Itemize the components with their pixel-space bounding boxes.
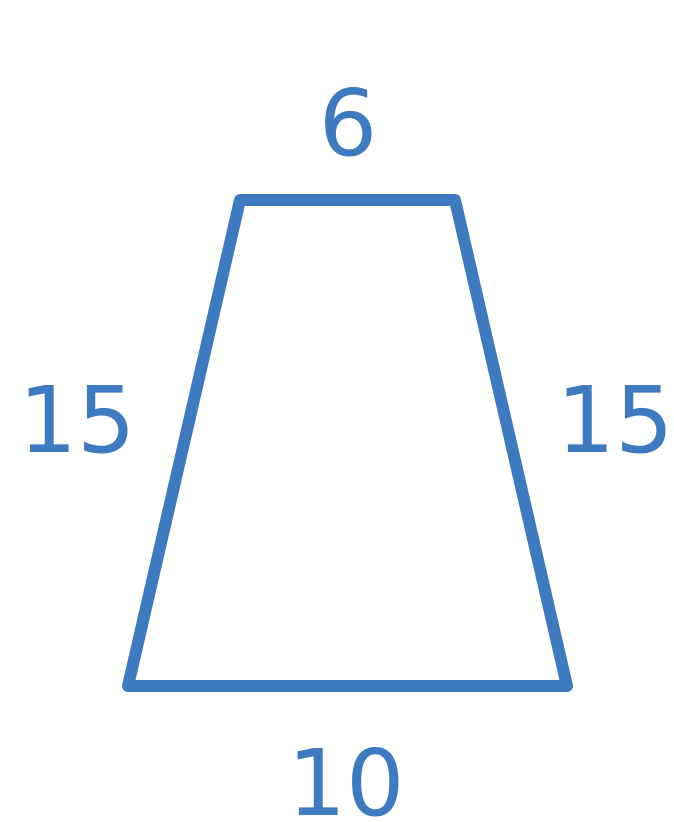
left-side-label: 15 <box>18 367 135 474</box>
top-side-label: 6 <box>319 70 378 177</box>
right-side-label: 15 <box>556 367 673 474</box>
trapezoid-shape <box>122 194 573 692</box>
bottom-side-label: 10 <box>287 730 404 822</box>
